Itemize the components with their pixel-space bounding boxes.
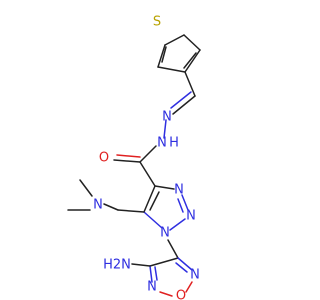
bond-triazole-n2n3b (177, 198, 184, 213)
bond-thiophene-5 (157, 66, 186, 73)
bond-imine-1 (172, 95, 196, 115)
bond-triazole-n2n3 (181, 194, 189, 211)
bond-thiophene-2 (164, 34, 185, 46)
bond-c5-ch2 (117, 209, 145, 213)
bond-thiophene-4b (183, 52, 197, 69)
bond-oxa-c4n (149, 265, 153, 283)
atom-hydrazone-n2: N (157, 136, 167, 151)
atom-amine: H2N (103, 258, 131, 273)
bond-thiophene-1 (157, 44, 166, 68)
bond-nh-carbonyl (139, 145, 157, 163)
bond-oxa-no (159, 291, 173, 297)
bond-oxa-c3c4 (149, 257, 179, 267)
bond-triazole-c5n1 (143, 211, 163, 229)
bond-triazole-c4c5 (143, 185, 156, 213)
bond-oxa-c4nb (154, 266, 158, 281)
structure-svg: S N N H O N N N N N O N H2N (67, 15, 201, 300)
bond-triazole-c4c5b (149, 191, 160, 211)
atom-oxadiazole-n1: N (147, 280, 157, 295)
atom-oxadiazole-o: O (176, 289, 186, 300)
atom-triazole-n1: N (160, 226, 170, 241)
atom-oxadiazole-n2: N (190, 268, 200, 283)
bond-triazole-n3c4 (154, 185, 175, 190)
bond-oxa-nc3 (177, 257, 193, 271)
bond-thiophene-3 (183, 34, 201, 51)
atom-amide-oxygen: O (99, 151, 109, 166)
bond-oxa-on (185, 281, 193, 293)
atom-sulfur: S (153, 15, 161, 30)
bond-nn (163, 119, 167, 139)
atom-triazole-n3: N (174, 183, 184, 198)
bond-co-2 (116, 154, 141, 158)
bond-oxa-nc3b (175, 262, 188, 273)
bond-c4-nh2 (131, 263, 151, 267)
atom-triazole-n2: N (186, 209, 196, 224)
bond-thiophene-2b (161, 46, 167, 63)
molecule-diagram: S N N H O N N N N N O N H2N (67, 15, 201, 300)
bond-ch2-n (103, 203, 119, 211)
atom-hydrazone-n1: N (162, 110, 172, 125)
atom-dimethylamine-n: N (93, 198, 103, 213)
bond-triazole-n1n2 (169, 218, 186, 231)
bond-n-me1 (79, 179, 93, 197)
bond-thiophene-4 (184, 49, 201, 73)
bond-co-1 (113, 159, 141, 163)
bond-ch-link (184, 71, 196, 97)
atom-hydrazone-h: H (169, 136, 179, 151)
bond-n1-oxadiazole (167, 239, 179, 259)
bond-imine-2 (170, 91, 192, 109)
bond-carbonyl-triazole (139, 161, 156, 187)
